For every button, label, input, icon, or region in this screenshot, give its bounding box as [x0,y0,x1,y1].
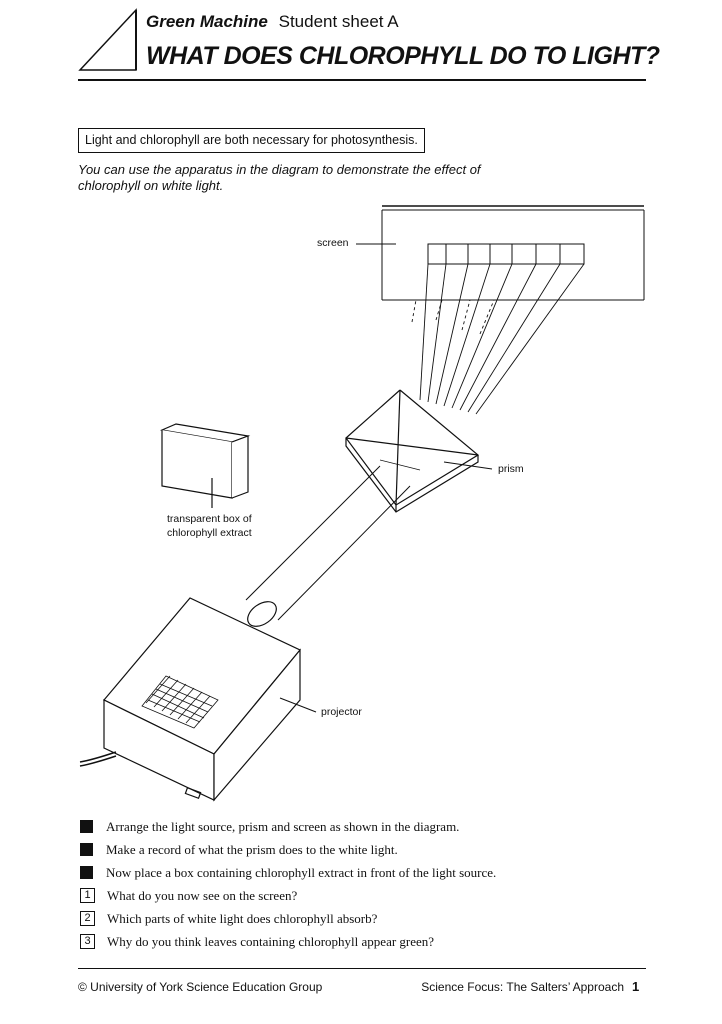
projector-drawing [79,597,301,802]
intro-text: You can use the apparatus in the diagram… [78,162,481,193]
prism-label: prism [498,463,524,475]
question-number: 3 [80,934,95,949]
instruction-text: Make a record of what the prism does to … [106,841,398,857]
question-text: What do you now see on the screen? [107,887,298,903]
prism-drawing [345,389,480,513]
question-text: Why do you think leaves containing chlor… [107,933,435,949]
question-item: 3 Why do you think leaves containing chl… [80,930,640,953]
footer-divider [78,968,646,969]
prism-leader-line [443,461,493,470]
question-item: 2 Which parts of white light does chloro… [80,907,640,930]
instruction-item: Now place a box containing chlorophyll e… [80,861,640,884]
instruction-text: Arrange the light source, prism and scre… [106,818,460,834]
question-text: Which parts of white light does chloroph… [107,910,378,926]
chlorophyll-box-drawing [159,423,251,508]
instruction-text: Now place a box containing chlorophyll e… [106,864,497,880]
question-number: 2 [80,911,95,926]
key-fact-box: Light and chlorophyll are both necessary… [78,128,425,153]
dispersed-light-rays [411,263,585,415]
sheet-label: Student sheet A [278,12,399,31]
series-heading: Green Machine Student sheet A [146,12,399,32]
page-number: 1 [632,979,640,994]
screen-drawing [381,205,645,301]
bullet-square-icon [80,843,93,856]
question-item: 1 What do you now see on the screen? [80,884,640,907]
projector-leader-line [279,697,317,713]
bullet-square-icon [80,866,93,879]
screen-label: screen [317,237,349,249]
bullet-square-icon [80,820,93,833]
projector-label: projector [321,706,362,718]
instruction-item: Make a record of what the prism does to … [80,838,640,861]
instruction-item: Arrange the light source, prism and scre… [80,815,640,838]
header-triangle-logo [78,8,137,71]
white-light-beam [245,465,411,621]
chlorophyll-box-label-line1: transparent box of [167,513,252,525]
series-name: Green Machine [146,12,268,31]
instruction-list: Arrange the light source, prism and scre… [80,815,640,953]
question-number: 1 [80,888,95,903]
header-divider [78,79,646,81]
chlorophyll-box-label-line2: chlorophyll extract [167,527,252,539]
copyright-notice: © University of York Science Education G… [78,980,323,994]
page-title: WHAT DOES CHLOROPHYLL DO TO LIGHT? [146,42,660,70]
publication-title: Science Focus: The Salters’ Approach [421,980,624,994]
